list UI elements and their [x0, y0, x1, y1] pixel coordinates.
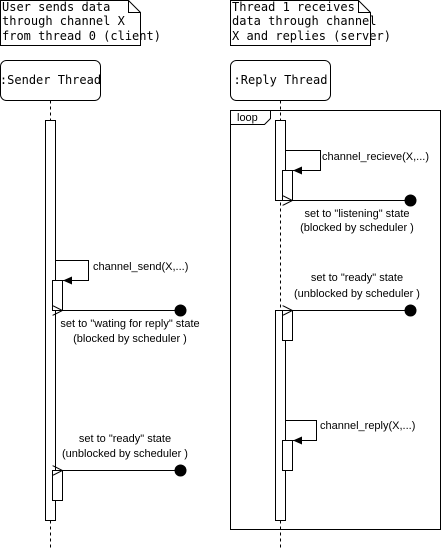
loop-frame: loop — [230, 110, 441, 530]
activation-reply-receive — [275, 120, 286, 201]
note-client-line-3: from thread 0 (client) — [2, 29, 161, 43]
note-client-line-2: through channel X — [2, 14, 126, 28]
label-listening-line-1: set to "listening" state — [304, 208, 409, 220]
label-channel-reply: channel_reply(X,...) — [320, 420, 415, 432]
label-ready-server-line-2: (unblocked by scheduler ) — [294, 288, 420, 300]
note-client: User sends data through channel X from t… — [0, 0, 161, 46]
note-client-line-1: User sends data — [2, 0, 110, 14]
found-point-listening — [404, 194, 417, 207]
found-point-ready-client — [174, 464, 187, 477]
activation-sender-send — [52, 280, 63, 311]
lifeline-label-sender: :Sender Thread — [0, 73, 101, 87]
label-ready-client-line-2: (unblocked by scheduler ) — [62, 448, 188, 460]
arrow-channel-reply — [285, 420, 317, 445]
found-point-ready-server — [404, 304, 417, 317]
note-server: Thread 1 receives data through channel X… — [230, 0, 391, 46]
note-server-line-2: data through channel — [232, 14, 377, 28]
label-listening-line-2: (blocked by scheduler ) — [300, 222, 414, 234]
activation-sender-main — [45, 120, 56, 521]
label-ready-server-line-1: set to "ready" state — [311, 272, 403, 284]
label-channel-recieve: channel_recieve(X,...) — [322, 151, 429, 163]
note-server-line-1: Thread 1 receives — [232, 0, 355, 14]
loop-label: loop — [237, 112, 258, 124]
label-waiting-line-2: (blocked by scheduler ) — [73, 333, 187, 345]
label-ready-client-line-1: set to "ready" state — [79, 433, 171, 445]
arrow-channel-recieve — [285, 150, 321, 175]
activation-reply-main — [275, 310, 286, 521]
label-channel-send: channel_send(X,...) — [93, 261, 188, 273]
found-point-waiting — [174, 304, 187, 317]
lifeline-label-reply: :Reply Thread — [234, 73, 328, 87]
activation-reply-receive-self — [282, 170, 293, 201]
arrow-channel-send — [55, 260, 89, 285]
activation-reply-reply-self — [282, 440, 293, 471]
activation-sender-ready — [52, 470, 63, 501]
activation-reply-ready — [282, 310, 293, 341]
label-waiting-line-1: set to "wating for reply" state — [60, 318, 199, 330]
note-server-line-3: X and replies (server) — [232, 29, 391, 43]
